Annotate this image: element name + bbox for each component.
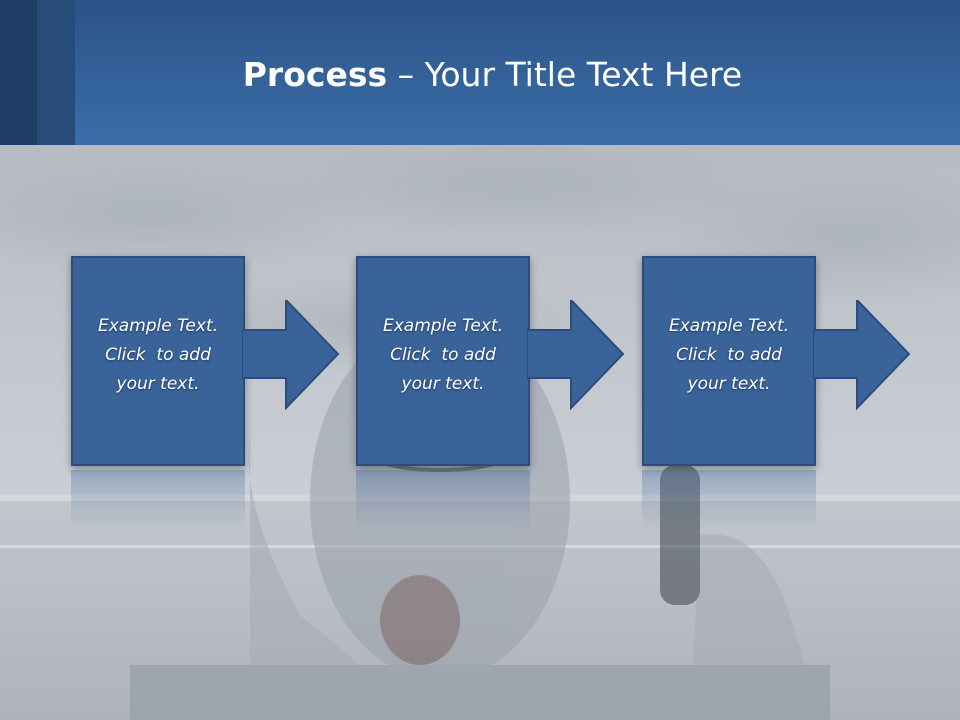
step-text-line: Example Text. [97, 316, 219, 336]
step-text-line: Example Text. [668, 316, 790, 336]
step-text-line: Click to add [105, 345, 211, 365]
step-2-text[interactable]: Example Text. Click to add your text. [358, 312, 528, 399]
arrow-right-icon [527, 300, 625, 411]
step-3-text[interactable]: Example Text. Click to add your text. [644, 312, 814, 399]
slide-title[interactable]: Process – Your Title Text Here [0, 50, 960, 100]
header-accent-block [37, 0, 75, 145]
step-1-reflection [71, 470, 245, 530]
header-accent-block [0, 0, 37, 145]
step-text-line: Example Text. [382, 316, 504, 336]
step-2-reflection [356, 470, 530, 530]
process-step-1[interactable]: Example Text. Click to add your text. [71, 256, 245, 466]
slide-title-rest: – Your Title Text Here [387, 55, 743, 94]
step-1-text[interactable]: Example Text. Click to add your text. [73, 312, 243, 399]
arrow-right-icon [242, 300, 340, 411]
step-3-reflection [642, 470, 816, 530]
step-text-line: your text. [687, 374, 771, 394]
process-step-2[interactable]: Example Text. Click to add your text. [356, 256, 530, 466]
step-text-line: your text. [116, 374, 200, 394]
step-text-line: Click to add [676, 345, 782, 365]
step-text-line: Click to add [390, 345, 496, 365]
slide-title-bold: Process [242, 55, 388, 94]
process-step-3[interactable]: Example Text. Click to add your text. [642, 256, 816, 466]
arrow-right-icon [813, 300, 911, 411]
title-bar: Process – Your Title Text Here [0, 0, 960, 145]
step-text-line: your text. [401, 374, 485, 394]
